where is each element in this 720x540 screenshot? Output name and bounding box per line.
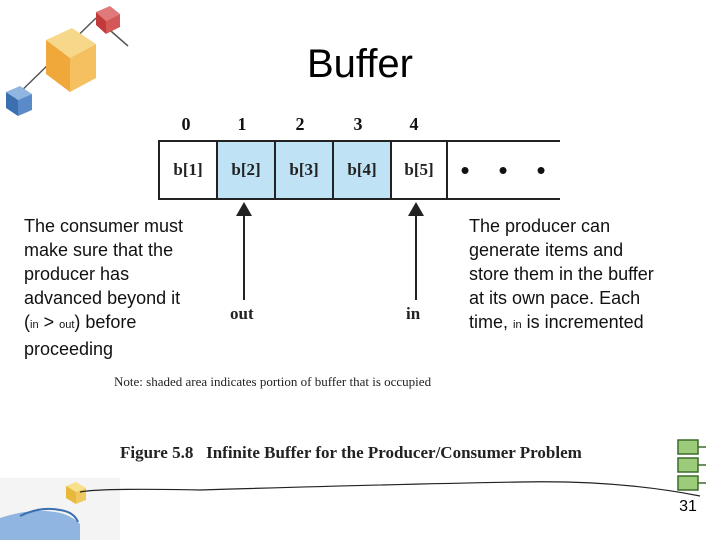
producer-line: The producer can [469, 216, 611, 236]
consumer-line: make sure that the [24, 240, 174, 260]
producer-line: store them in the buffer [469, 264, 654, 284]
ellipsis-dot: • [498, 154, 508, 185]
buffer-index-0: 0 [181, 114, 191, 134]
in-variable: in [513, 319, 522, 331]
buffer-index-3: 3 [353, 114, 363, 134]
consumer-condition-line: (in > out) before [24, 310, 224, 337]
decorative-stacked-boxes [677, 439, 706, 491]
paren: ( [24, 312, 30, 332]
producer-description: The producer can generate items and stor… [469, 214, 709, 337]
in-variable: in [30, 319, 39, 331]
slide-title: Buffer [307, 42, 413, 86]
producer-line-head: time, [469, 312, 514, 332]
footer-divider-line [79, 481, 701, 497]
red-cube-icon [96, 6, 120, 34]
decorative-cubes-clipart [6, 6, 129, 116]
yellow-cube-icon [66, 482, 86, 504]
buffer-index-4: 4 [409, 114, 419, 134]
decorative-hand-clipart [0, 478, 120, 540]
out-variable: out [59, 319, 75, 331]
buffer-ellipsis: • • • [446, 142, 560, 198]
consumer-line: proceeding [24, 339, 114, 359]
in-pointer-label: in [406, 304, 421, 323]
greater-than: > [38, 312, 60, 332]
producer-increment-line: time, in is incremented [469, 310, 709, 337]
consumer-line: producer has [24, 264, 130, 284]
buffer-cell-b4: b[4] [332, 142, 390, 198]
producer-line-tail: is incremented [521, 312, 644, 332]
ellipsis-dot: • [460, 154, 470, 185]
buffer-cell-b5: b[5] [390, 142, 446, 198]
buffer-index-1: 1 [237, 114, 247, 134]
consumer-line: The consumer must [24, 216, 184, 236]
producer-line: at its own pace. Each [469, 288, 641, 308]
ellipsis-dot: • [536, 154, 546, 185]
out-pointer-arrow [236, 202, 252, 300]
orange-cube-icon [46, 28, 96, 92]
consumer-line-tail: ) before [74, 312, 137, 332]
consumer-description: The consumer must make sure that the pro… [24, 214, 224, 361]
buffer-cell-b2: b[2] [216, 142, 274, 198]
blue-cube-icon [6, 86, 32, 116]
buffer-cell-b1: b[1] [158, 142, 216, 198]
buffer-index-2: 2 [295, 114, 305, 134]
producer-line: generate items and [469, 240, 624, 260]
in-pointer-arrow [408, 202, 424, 300]
out-pointer-label: out [230, 304, 254, 323]
figure-caption: Figure 5.8 Infinite Buffer for the Produ… [120, 443, 582, 462]
page-number: 31 [679, 498, 697, 515]
buffer-cell-divider [446, 142, 448, 198]
buffer-cell-b3: b[3] [274, 142, 332, 198]
figure-note: Note: shaded area indicates portion of b… [114, 374, 432, 389]
consumer-line: advanced beyond it [24, 288, 181, 308]
buffer-array [158, 140, 560, 200]
